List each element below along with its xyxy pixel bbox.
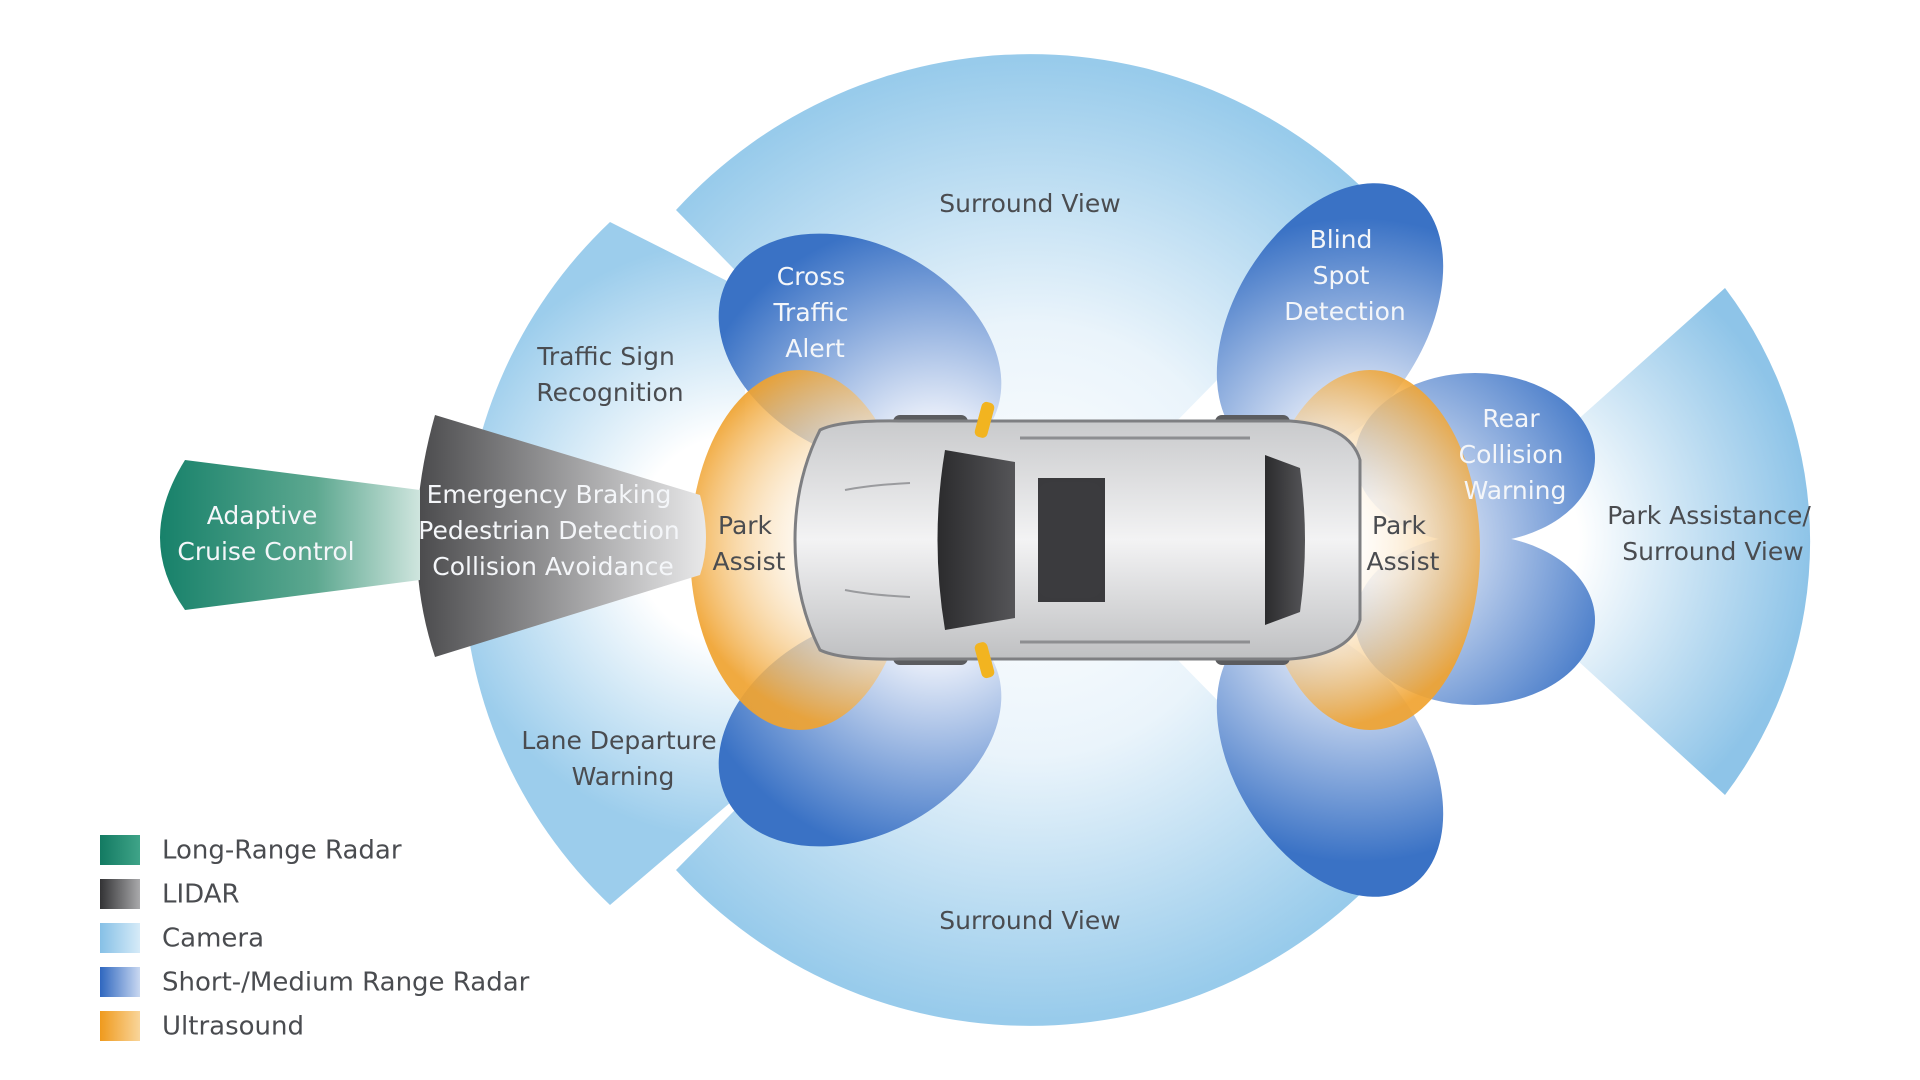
label-surround-view-bottom: Surround View [939, 906, 1120, 935]
legend-label-radar: Short-/Medium Range Radar [162, 968, 530, 998]
label-traffic-sign: Traffic Sign Recognition [536, 342, 683, 407]
lidar-beam [416, 415, 706, 657]
legend-swatch-camera [100, 923, 140, 953]
label-surround-view-top: Surround View [939, 189, 1120, 218]
legend: Long-Range Radar LIDAR Camera Short-/Med… [100, 835, 530, 1042]
label-blind-spot: Blind Spot Detection [1284, 225, 1405, 326]
legend-swatch-long-range-radar [100, 835, 140, 865]
label-park-assistance-surround: Park Assistance/ Surround View [1607, 501, 1819, 566]
legend-swatch-radar [100, 967, 140, 997]
label-cross-traffic: Cross Traffic Alert [772, 262, 856, 363]
label-emergency-braking: Emergency Braking Pedestrian Detection C… [418, 480, 687, 581]
long-range-radar-beam [160, 460, 420, 610]
car-top-view [793, 401, 1362, 679]
legend-label-lidar: LIDAR [162, 880, 240, 910]
label-park-assist-rear: Park Assist [1367, 511, 1440, 576]
label-rear-collision: Rear Collision Warning [1459, 404, 1572, 505]
legend-label-camera: Camera [162, 924, 264, 954]
rear-camera-zone [1555, 288, 1811, 795]
legend-label-long-range-radar: Long-Range Radar [162, 836, 402, 866]
left-mirror [974, 401, 995, 438]
legend-label-ultrasound: Ultrasound [162, 1012, 304, 1042]
label-park-assist-front: Park Assist [713, 511, 786, 576]
legend-swatch-ultrasound [100, 1011, 140, 1041]
legend-swatch-lidar [100, 879, 140, 909]
label-adaptive-cruise: Adaptive Cruise Control [177, 501, 354, 566]
right-mirror [974, 642, 995, 679]
surround-view-camera-zone [676, 54, 1384, 1026]
label-lane-departure: Lane Departure Warning [521, 726, 724, 791]
